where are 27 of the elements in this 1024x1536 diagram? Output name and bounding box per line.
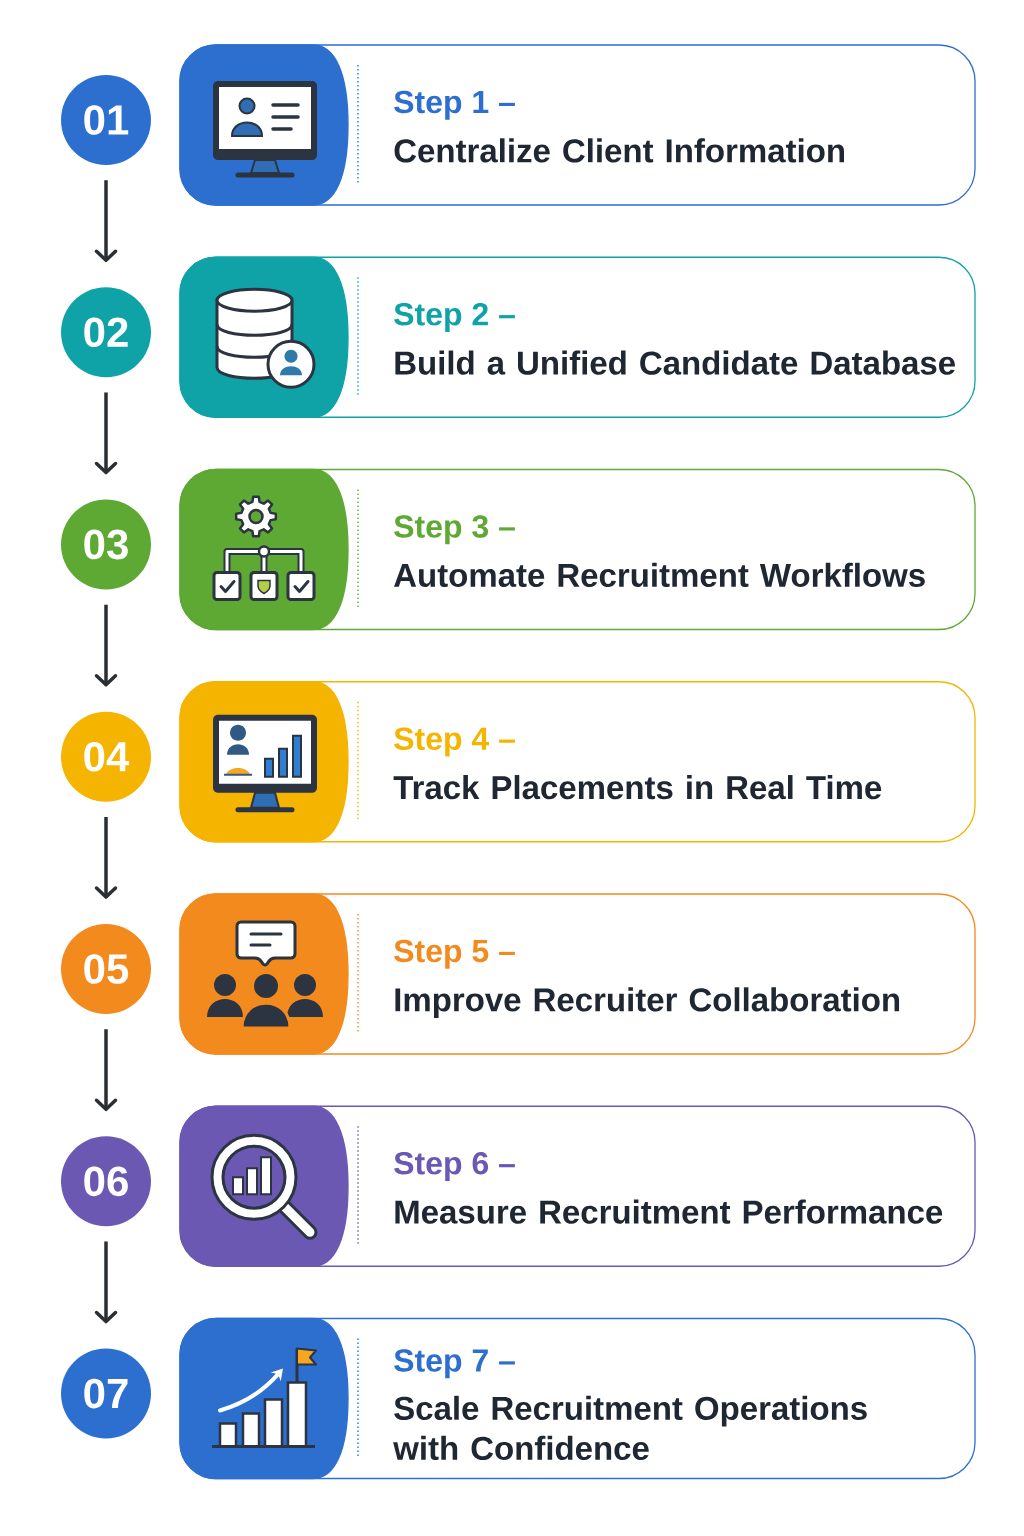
- arrow: [94, 604, 118, 687]
- arrow: [94, 392, 118, 475]
- step-card: [179, 468, 976, 631]
- step-label: Step 6 –: [394, 1151, 515, 1181]
- step-title: Scale Recruitment Operations with Confidence: [393, 1395, 867, 1461]
- step-title: Track Placements in Real Time: [393, 775, 882, 800]
- arrow: [94, 816, 118, 899]
- step-card: [179, 44, 976, 206]
- step-title: Automate Recruitment Workflows: [394, 562, 925, 588]
- step-card: [179, 1317, 976, 1480]
- arrow: [94, 1029, 118, 1112]
- arrow: [94, 180, 118, 263]
- step-card: [179, 681, 976, 843]
- step-title: Build a Unified Candidate Database: [395, 350, 955, 375]
- step-label: Step 1 –: [394, 90, 515, 120]
- step-label: Step 3 –: [394, 515, 515, 545]
- step-label: Step 4 –: [394, 727, 515, 757]
- step-title: Improve Recruiter Collaboration: [395, 987, 900, 1019]
- step-label: Step 2 –: [394, 302, 515, 332]
- step-title: Centralize Client Information: [394, 138, 844, 163]
- step-card: [179, 1105, 976, 1267]
- step-card: [179, 256, 976, 418]
- arrow: [94, 1241, 118, 1324]
- step-label: Step 7 –: [394, 1349, 515, 1379]
- step-label: Step 5 –: [394, 939, 515, 969]
- step-title: Measure Recruitment Performance: [395, 1199, 943, 1224]
- step-card: [179, 893, 976, 1055]
